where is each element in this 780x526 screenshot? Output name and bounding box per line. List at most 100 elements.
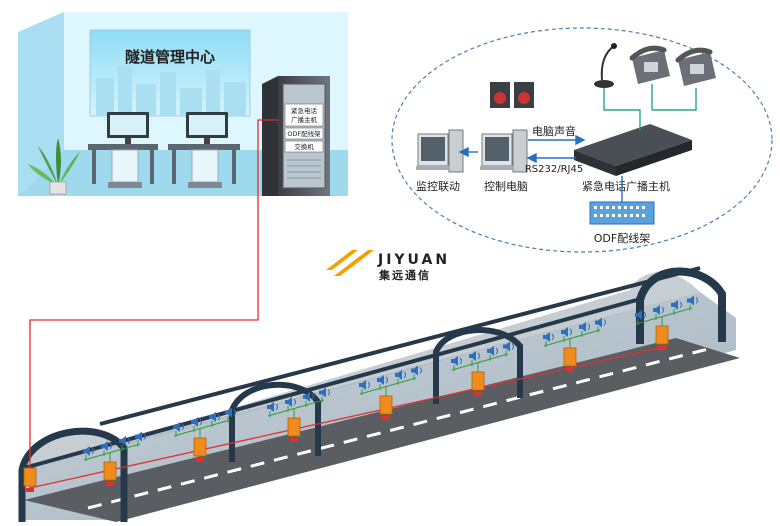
- microphone-icon: [594, 43, 617, 88]
- speaker-wave: [217, 413, 220, 421]
- link-pc-audio: [528, 134, 586, 146]
- station-1: [23, 467, 37, 492]
- emergency-phone-icon: [287, 417, 301, 437]
- terminal-base: [474, 392, 482, 396]
- control-pc-label: 控制电脑: [484, 179, 528, 193]
- terminal-base: [658, 346, 666, 350]
- station-3: [173, 407, 236, 462]
- speaker-wave: [275, 403, 278, 411]
- odf-frame-icon: [589, 201, 655, 225]
- terminal-base: [290, 438, 298, 442]
- speaker-icon: [451, 356, 458, 366]
- link-control-to-monitor: [458, 146, 478, 158]
- speaker-wave: [551, 333, 554, 341]
- speaker-icon: [543, 332, 550, 342]
- branch-bus: [83, 443, 141, 461]
- speaker-icon: [119, 435, 126, 446]
- station-2: [83, 431, 146, 486]
- cabinet-vents: [287, 159, 321, 179]
- plant-icon: [28, 138, 80, 195]
- emergency-phone-icon: [193, 437, 207, 457]
- room-side-wall: [18, 12, 64, 196]
- emergency-phone-icon: [23, 467, 37, 487]
- cabinet-label-host-line1: 紧急电话: [291, 106, 318, 115]
- speaker-icon: [83, 446, 90, 456]
- speaker-wave: [603, 319, 606, 326]
- emergency-phone-icon: [103, 461, 117, 481]
- station-5: [359, 365, 422, 420]
- link-rs232: [526, 152, 576, 164]
- speaker-icon: [469, 350, 476, 361]
- control-pc-icon: [480, 129, 528, 173]
- speaker-icon: [687, 295, 694, 306]
- speaker-icon: [671, 299, 678, 310]
- cabinet-labels: 紧急电话 广播主机 ODF配线架 交换机: [284, 103, 324, 153]
- emergency-phone-icon: [563, 347, 577, 367]
- tunnel-arch-2: [229, 381, 321, 462]
- speaker-wave: [511, 343, 514, 350]
- speaker-wave: [109, 442, 112, 450]
- branch-bus: [543, 329, 601, 347]
- speaker-wave: [199, 418, 202, 426]
- speaker-icon: [303, 391, 310, 402]
- control-room: 隧道管理中心: [18, 12, 348, 196]
- monitor-pc-icon: [416, 129, 464, 173]
- speaker-icon: [267, 402, 274, 412]
- speaker-icon: [595, 317, 602, 328]
- desk-right: [168, 112, 240, 188]
- terminal-base: [382, 416, 390, 420]
- tunnel: [18, 266, 740, 522]
- speaker-wave: [233, 409, 236, 416]
- speaker-wave: [311, 393, 314, 401]
- phone-icon-1: [629, 45, 670, 84]
- speaker-wave: [143, 433, 146, 440]
- brand-logo-icon: [326, 250, 374, 276]
- tunnel-stations: [23, 295, 698, 492]
- speaker-wave: [91, 447, 94, 455]
- branch-bus: [267, 399, 325, 417]
- speaker-wave: [367, 381, 370, 389]
- branch-bus: [635, 307, 693, 325]
- speaker-icon: [635, 310, 642, 320]
- speaker-wave: [679, 301, 682, 309]
- branch-bus: [173, 419, 231, 437]
- cabinet-label-host-line2: 广播主机: [291, 115, 318, 124]
- skyline: [96, 66, 246, 116]
- terminal-base: [106, 482, 114, 486]
- speaker-icon: [173, 422, 180, 432]
- brand-name-cn: 集远通信: [378, 268, 431, 282]
- speaker-wave: [643, 311, 646, 319]
- system-boundary: [391, 27, 773, 253]
- road: [24, 338, 740, 522]
- speaker-wave: [385, 376, 388, 384]
- control-room-title: 隧道管理中心: [125, 48, 215, 66]
- monitor-label: 监控联动: [416, 179, 460, 193]
- speaker-icon: [411, 365, 418, 376]
- speaker-wave: [419, 367, 422, 374]
- station-7: [543, 317, 606, 372]
- broadcast-host-icon: [574, 124, 692, 176]
- tunnel-top-ridge: [99, 266, 701, 426]
- speakers-icon: [490, 82, 534, 108]
- tunnel-left-edge: [23, 296, 645, 470]
- speaker-wave: [127, 437, 130, 445]
- brand-logo: JIYUAN 集远通信: [326, 250, 450, 282]
- terminal-base: [566, 368, 574, 372]
- brand-name-en: JIYUAN: [377, 252, 450, 268]
- speaker-wave: [181, 423, 184, 431]
- odf-label: ODF配线架: [594, 231, 650, 245]
- speaker-icon: [319, 387, 326, 398]
- cabinet-label-switch: 交换机: [294, 142, 314, 151]
- fiber-link: [29, 119, 669, 489]
- speaker-icon: [209, 411, 216, 422]
- speaker-wave: [495, 347, 498, 355]
- station-8: [635, 295, 698, 350]
- terminal-base: [26, 488, 34, 492]
- speaker-icon: [225, 407, 232, 418]
- speaker-wave: [327, 389, 330, 396]
- equipment-cabinet: 紧急电话 广播主机 ODF配线架 交换机: [262, 76, 330, 196]
- speaker-icon: [579, 321, 586, 332]
- speaker-icon: [487, 345, 494, 356]
- pc-audio-label: 电脑声音: [532, 124, 576, 138]
